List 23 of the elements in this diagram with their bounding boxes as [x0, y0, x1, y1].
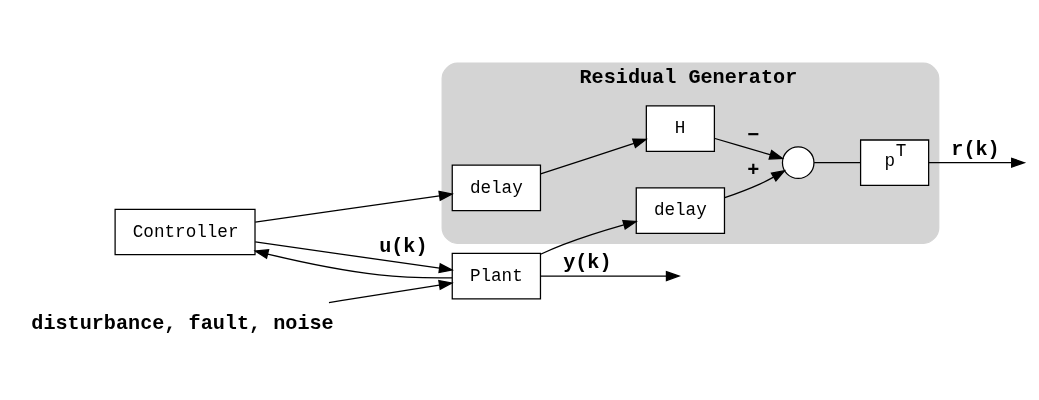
- arrow: [928, 156, 1027, 168]
- arrow: [539, 219, 638, 255]
- edge-label: +: [747, 158, 760, 182]
- arrow: [254, 240, 454, 273]
- arrow: [253, 248, 453, 278]
- edge-label: −: [747, 123, 760, 147]
- edge-label: r(k): [951, 137, 1000, 161]
- arrow: [724, 169, 787, 198]
- arrow: [540, 138, 648, 174]
- node-circle: [781, 145, 815, 179]
- node-box: Plant: [451, 252, 542, 299]
- arrow: [540, 270, 681, 281]
- node-text: disturbance, fault, noise: [31, 311, 334, 335]
- edge-label: u(k): [379, 234, 428, 258]
- node-box: delay: [451, 164, 542, 211]
- node-box: H: [645, 104, 716, 152]
- arrow: [714, 137, 785, 160]
- node-box: delay: [635, 186, 726, 234]
- connector: [813, 161, 862, 163]
- arrow: [328, 279, 454, 303]
- edge-label: y(k): [563, 250, 612, 274]
- arrow: [254, 190, 454, 223]
- node-box: Controller: [114, 208, 256, 255]
